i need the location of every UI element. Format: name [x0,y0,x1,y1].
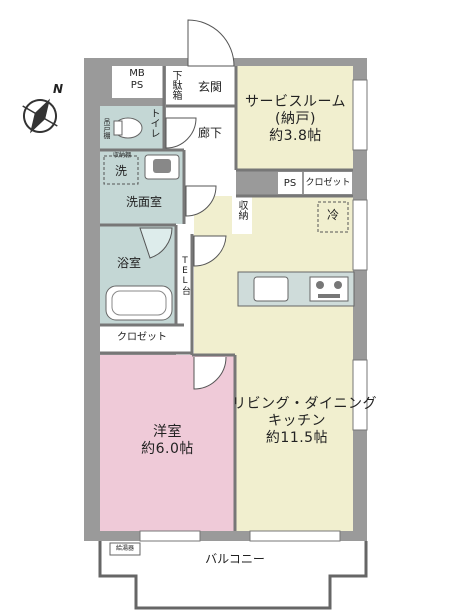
shoe-box-floor [166,66,184,106]
bath-label: 浴室 [116,256,141,270]
fridge-label: 冷 [326,208,339,222]
fridge-space [317,201,349,233]
mbps-label: MB PS [129,68,145,91]
storage-floor [232,196,252,234]
kitchen-sink-icon [253,276,289,302]
washer-space [103,155,139,185]
toilet-shelf-label: 吊戸棚 [103,118,111,139]
tel-label: TEL台 [180,256,190,295]
water-heater-label: 給湯器 [115,545,134,552]
entrance-label: 玄関 [197,80,222,94]
ldk-door [193,235,227,267]
storage-label: 収納 [236,200,247,220]
closet-service-label: クロゼット [305,178,351,188]
entrance-floor [184,66,236,106]
compass-icon [22,98,58,134]
washroom-label: 洗面室 [125,195,162,209]
toilet-label: トイレ [148,108,159,138]
corridor-door [165,117,197,149]
water-heater-box [109,542,141,556]
washroom-door [185,185,217,217]
entrance-door [187,19,235,67]
shoe-box-label: 下駄箱 [170,70,181,100]
ps-label: PS [283,178,297,189]
ldk-label: リビング・ダイニング キッチン 約11.5帖 [232,396,377,446]
washer-label: 洗 [114,164,127,178]
closet-service-floor [304,172,352,194]
ps-floor [278,172,302,194]
corridor-label: 廊下 [197,126,222,140]
closet-west-floor [100,326,184,352]
compass-north-label: N [52,82,64,96]
wash-shelf-label: 収納棚 [112,152,131,159]
service-room-floor [236,66,353,170]
corridor-lower-floor [176,196,194,355]
balcony-outline [98,541,368,610]
western-door [193,356,227,390]
western-room-label: 洋室 約6.0帖 [141,424,194,457]
service-room-label: サービスルーム (納戸) 約3.8帖 [244,94,347,144]
closet-west-label: クロゼット [117,332,167,343]
western-room-floor [100,355,235,531]
bath-door [139,227,173,259]
mbps-floor [112,66,164,98]
balcony-label: バルコニー [205,552,265,566]
